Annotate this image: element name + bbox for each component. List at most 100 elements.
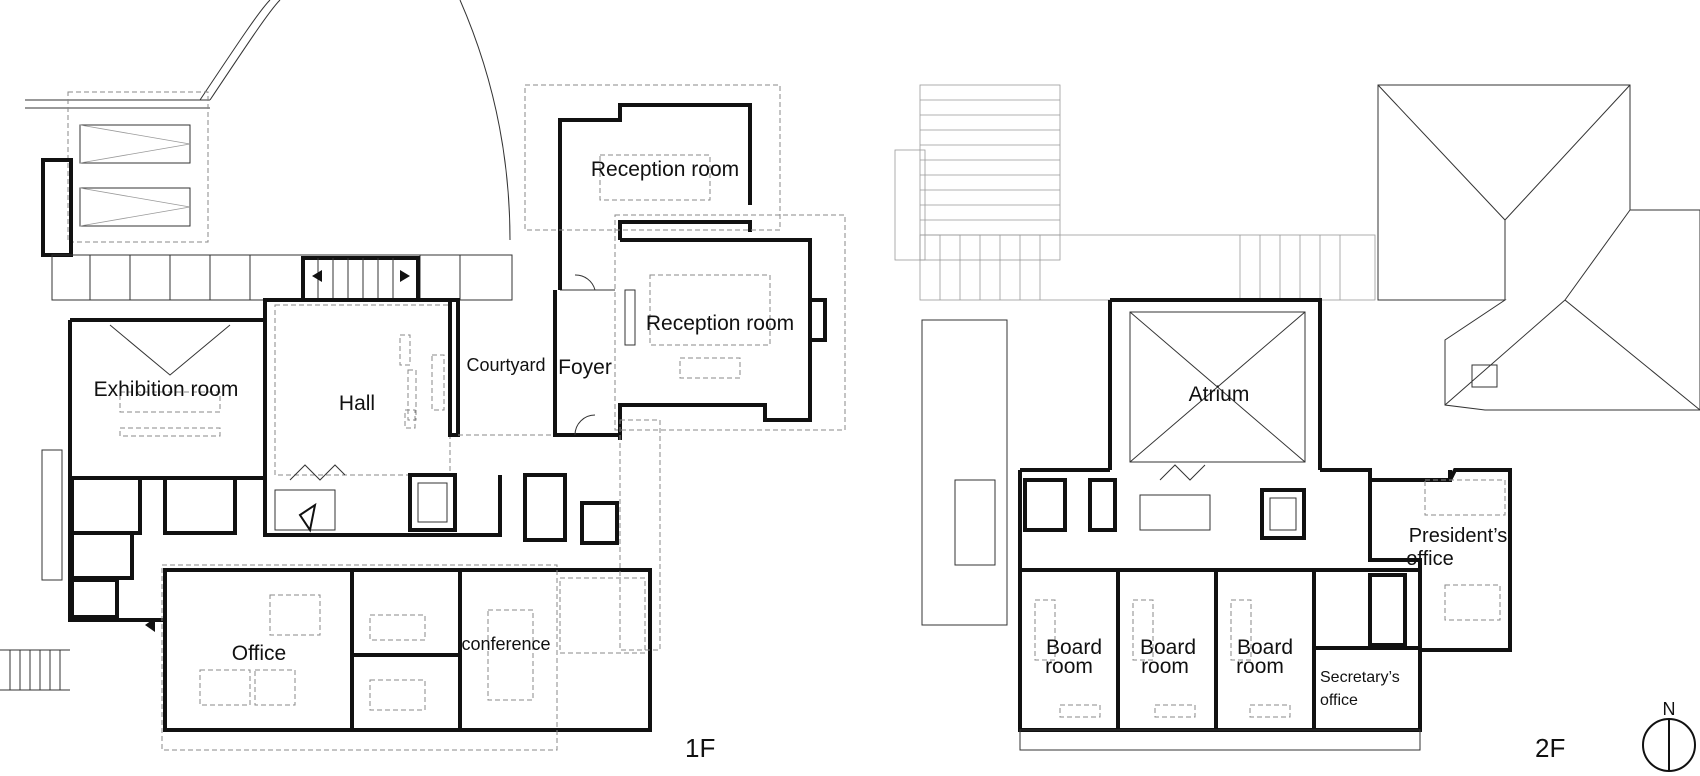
roof-curve-outer: [199, 0, 271, 101]
label-office: Office: [232, 642, 286, 665]
entry-arrow-right-icon: [400, 270, 410, 282]
label-exhibition-room: Exhibition room: [94, 378, 239, 401]
hall-furniture-4: [404, 409, 416, 429]
label-reception-room-2: Reception room: [646, 312, 794, 335]
reception-1-table: [599, 154, 711, 201]
board-room-a-desk: [1059, 704, 1101, 718]
terrace-2f-bench: [954, 479, 996, 566]
presidents-office-desk: [1444, 584, 1501, 621]
wc-2f-2: [1088, 478, 1117, 532]
west-bench: [41, 449, 63, 581]
floor-2-label: 2F: [1535, 733, 1565, 763]
atrium-stair-landing: [1139, 494, 1211, 531]
label-board-room-c-line1: Board: [1237, 636, 1293, 659]
hip-roof-ridges: [1377, 84, 1700, 411]
foyer-wall: [553, 290, 620, 437]
office-wing-walls: [163, 568, 652, 732]
label-board-room-c-line2: room: [1236, 655, 1284, 678]
roof-wing-west-hatch: [920, 99, 1060, 236]
wc-block-4: [580, 501, 619, 545]
reception-1-walls: [558, 103, 752, 290]
label-conference: conference: [461, 634, 550, 654]
plan-1f: [0, 0, 846, 751]
plan-2f: [894, 84, 1700, 751]
office-desk-cluster-3: [254, 669, 296, 706]
roof-band-hatch: [939, 235, 1341, 300]
atrium-walls-north: [1110, 298, 1322, 470]
label-board-room-a-line1: Board: [1046, 636, 1102, 659]
board-room-a-table: [1034, 599, 1056, 661]
wc-block-1: [70, 476, 142, 535]
north-arrow-label: N: [1663, 699, 1676, 719]
exhibition-ceiling-line: [109, 324, 231, 376]
hall-furniture-2: [407, 369, 417, 421]
atrium-void: [1129, 311, 1306, 463]
storage-block: [70, 531, 134, 580]
meeting-desk-1: [369, 614, 426, 641]
west-wall-1f: [68, 320, 165, 622]
floor-1-label: 1F: [685, 733, 715, 763]
label-secretarys-office-line2: office: [1320, 692, 1358, 709]
foyer-door-swing: [574, 274, 596, 291]
north-arrow-icon: [1642, 718, 1696, 772]
board-room-c-table: [1230, 599, 1252, 661]
planter-2: [79, 187, 191, 227]
reception-2-outline: [614, 214, 846, 431]
office-wing-outline: [161, 564, 558, 751]
label-board-room-a-line2: room: [1045, 655, 1093, 678]
roof-wing-west: [919, 84, 1061, 261]
hall-stair-landing: [274, 489, 336, 531]
hall-outline: [274, 304, 451, 476]
atrium-stair-2f: [1159, 464, 1206, 481]
board-wing-balcony: [1019, 729, 1421, 751]
elevator-2f: [1260, 488, 1306, 540]
planter-1-mark: [79, 124, 191, 164]
label-board-room-b-line2: room: [1141, 655, 1189, 678]
reception-2-seating: [679, 357, 741, 379]
covered-walkway: [51, 254, 513, 301]
atrium-void-diagonals: [1129, 311, 1306, 463]
east-room-furniture: [559, 577, 646, 654]
planter-2-mark: [79, 187, 191, 227]
wc-block-3: [523, 473, 567, 542]
board-room-b-desk: [1154, 704, 1196, 718]
planter-1: [79, 124, 191, 164]
entry-arrow-left-icon: [312, 270, 322, 282]
hall-south-wall: [263, 460, 502, 537]
reception-2-sideboard: [624, 289, 636, 346]
north-wall-1f: [70, 298, 452, 435]
reception-2-table: [649, 274, 771, 346]
meeting-desk-2: [369, 679, 426, 711]
label-presidents-office-line1: President’s: [1409, 525, 1508, 547]
wc-block-2: [163, 476, 237, 535]
exterior-stair-sw: [0, 649, 70, 691]
reception-1-south: [618, 220, 752, 240]
office-desk-cluster-2: [199, 669, 251, 706]
label-presidents-office-line2: office: [1406, 548, 1453, 570]
walkway-posts: [89, 255, 461, 300]
reception-2-bay: [808, 298, 827, 342]
roof-curve-inner: [209, 0, 281, 101]
roof-wing-west-ext: [894, 149, 926, 261]
presidents-office-closet: [1368, 573, 1407, 647]
elevator-1f: [408, 473, 457, 532]
hall-furniture-1: [399, 334, 411, 366]
roof-band: [919, 234, 1376, 301]
label-foyer: Foyer: [558, 356, 612, 379]
label-board-room-b-line1: Board: [1140, 636, 1196, 659]
label-atrium: Atrium: [1189, 383, 1250, 406]
wc-2f-1: [1023, 478, 1067, 532]
exhibition-display-row-2: [119, 427, 221, 437]
elevator-car-2f: [1269, 497, 1297, 531]
west-block: [41, 158, 73, 257]
conference-table: [487, 609, 534, 701]
elevator-car-1f: [417, 482, 448, 523]
entrance-stair-treads: [317, 258, 394, 300]
presidents-office-walls: [1368, 468, 1512, 652]
service-entry-arrow-icon: [145, 618, 155, 632]
mechanical-block: [70, 578, 119, 619]
foyer-door-swing-s: [574, 414, 596, 436]
label-courtyard: Courtyard: [466, 355, 545, 375]
hall-stair-1f: [289, 464, 346, 481]
reception-2-walls: [618, 238, 812, 440]
